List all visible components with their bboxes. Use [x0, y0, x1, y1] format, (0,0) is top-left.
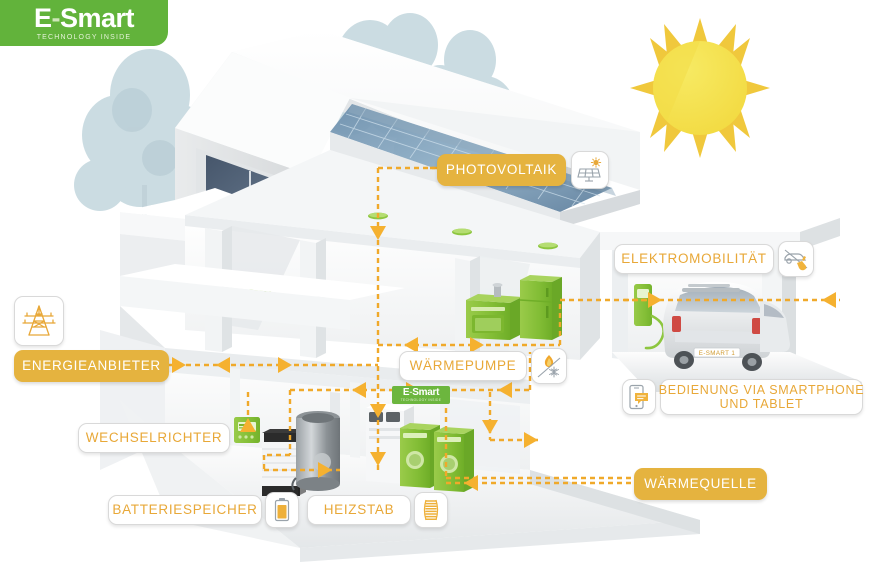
flame-snowflake-icon-box[interactable]: [531, 348, 567, 384]
callout-warmequelle[interactable]: WÄRMEQUELLE: [634, 468, 767, 500]
smartphone-icon: [629, 384, 648, 410]
power-pylon-icon: [22, 305, 56, 336]
hot-water-tank: [291, 411, 340, 491]
power-pylon-icon-box[interactable]: [14, 296, 64, 346]
brand-logo: E-Smart TECHNOLOGY INSIDE: [0, 0, 168, 46]
callout-smartphone-line2: UND TABLET: [719, 397, 804, 411]
solar-panel-icon-box[interactable]: [571, 151, 609, 189]
sun-graphic: [630, 18, 770, 158]
callout-batteriespeicher[interactable]: BATTERIESPEICHER: [108, 495, 262, 525]
callout-photovoltaik[interactable]: PHOTOVOLTAIK: [437, 154, 566, 186]
flame-snowflake-icon: [537, 355, 561, 378]
brand-logo-tagline: TECHNOLOGY INSIDE: [36, 34, 132, 41]
car-plug-icon: [784, 249, 808, 271]
car-plug-icon-box[interactable]: [778, 241, 814, 277]
energy-flow-arrowheads: [172, 226, 836, 491]
callout-wechselrichter[interactable]: WECHSELRICHTER: [78, 423, 230, 453]
callout-smartphone-line1: BEDIENUNG VIA SMARTPHONE: [658, 382, 865, 397]
solar-panel-icon: [577, 157, 602, 182]
brand-logo-mini-tagline: TECHNOLOGY INSIDE: [400, 398, 442, 402]
brand-logo-wordmark: E-Smart: [33, 3, 135, 33]
callout-smartphone-tablet[interactable]: BEDIENUNG VIA SMARTPHONE UND TABLET: [658, 379, 865, 415]
heating-rod-icon-box[interactable]: [414, 492, 448, 528]
kitchen-fridge: [519, 275, 562, 340]
callout-warmepumpe[interactable]: WÄRMEPUMPE: [399, 351, 527, 381]
heating-rod-icon: [423, 499, 439, 521]
brand-logo-mini-wordmark: E-Smart: [402, 387, 440, 398]
callout-heizstab[interactable]: HEIZSTAB: [307, 495, 411, 525]
brand-logo-mini: E-Smart TECHNOLOGY INSIDE: [392, 386, 450, 404]
svg-text:E-SMART 1: E-SMART 1: [699, 350, 736, 357]
callout-energieanbieter[interactable]: ENERGIEANBIETER: [14, 350, 169, 382]
battery-icon: [274, 498, 290, 522]
kitchen-oven: [466, 283, 522, 340]
battery-icon-box[interactable]: [265, 492, 299, 528]
smartphone-icon-box[interactable]: [622, 379, 656, 415]
ev-charging-station: [634, 284, 665, 350]
callout-elektromobilitat[interactable]: ELEKTROMOBILITÄT: [614, 244, 774, 274]
